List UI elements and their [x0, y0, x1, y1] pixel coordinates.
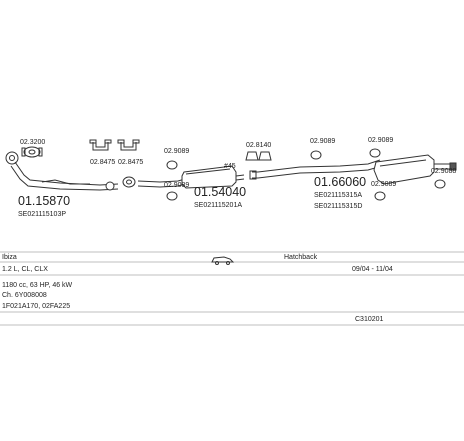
- info-chassis: Ch. 6Y008008: [2, 292, 47, 299]
- part-icon-clamp-2: [122, 176, 136, 188]
- part-code-1: 02.3200: [20, 139, 45, 146]
- info-engine-code: 1F021A170, 02FA225: [2, 303, 70, 310]
- rear-silencer-ref-1: SE021115315A: [314, 192, 362, 199]
- part-icon-ring-1: [166, 160, 178, 170]
- info-table: [0, 251, 464, 326]
- info-power: 1180 cc, 63 HP, 46 kW: [2, 282, 73, 289]
- part-icon-bracket-2: [117, 139, 140, 151]
- part-code-11: 02.9088: [431, 168, 456, 175]
- part-code-5: 02.9089: [164, 182, 189, 189]
- info-engine: 1.2 L, CL, CLX: [2, 266, 48, 273]
- part-code-7: #45: [224, 163, 236, 170]
- part-code-9: 02.9089: [368, 137, 393, 144]
- part-icon-ring-6: [434, 179, 446, 189]
- info-body: Hatchback: [284, 254, 318, 261]
- part-code-8: 02.9089: [310, 138, 335, 145]
- part-code-10: 02.9089: [371, 181, 396, 188]
- info-model: Ibiza: [2, 254, 17, 261]
- info-catalog: C310201: [355, 316, 384, 323]
- rear-silencer-ref-2: SE021115315D: [314, 203, 362, 210]
- part-code-6: 02.8140: [246, 142, 271, 149]
- connecting-pipe: [249, 159, 383, 180]
- part-icon-clamp-1: [21, 146, 43, 158]
- part-icon-ring-3: [369, 148, 381, 158]
- middle-silencer-ref: SE021115201A: [194, 202, 242, 209]
- info-dates: 09/04 - 11/04: [352, 266, 393, 273]
- part-code-3: 02.8475: [118, 159, 143, 166]
- part-code-4: 02.9089: [164, 148, 189, 155]
- part-code-2: 02.8475: [90, 159, 115, 166]
- middle-silencer: [137, 165, 245, 189]
- middle-silencer-number: 01.54040: [194, 185, 246, 199]
- front-pipe-ref: SE021115103P: [18, 211, 66, 218]
- car-icon: [211, 256, 235, 265]
- part-icon-ring-2: [310, 150, 322, 160]
- part-icon-gasket-1: [245, 151, 272, 161]
- part-icon-ring-5: [374, 191, 386, 201]
- front-pipe-number: 01.15870: [18, 194, 70, 208]
- rear-silencer-number: 01.66060: [314, 175, 366, 189]
- part-icon-ring-4: [166, 191, 178, 201]
- rear-silencer: [373, 154, 457, 185]
- part-icon-bracket-1: [89, 139, 112, 151]
- front-pipe: [5, 151, 119, 191]
